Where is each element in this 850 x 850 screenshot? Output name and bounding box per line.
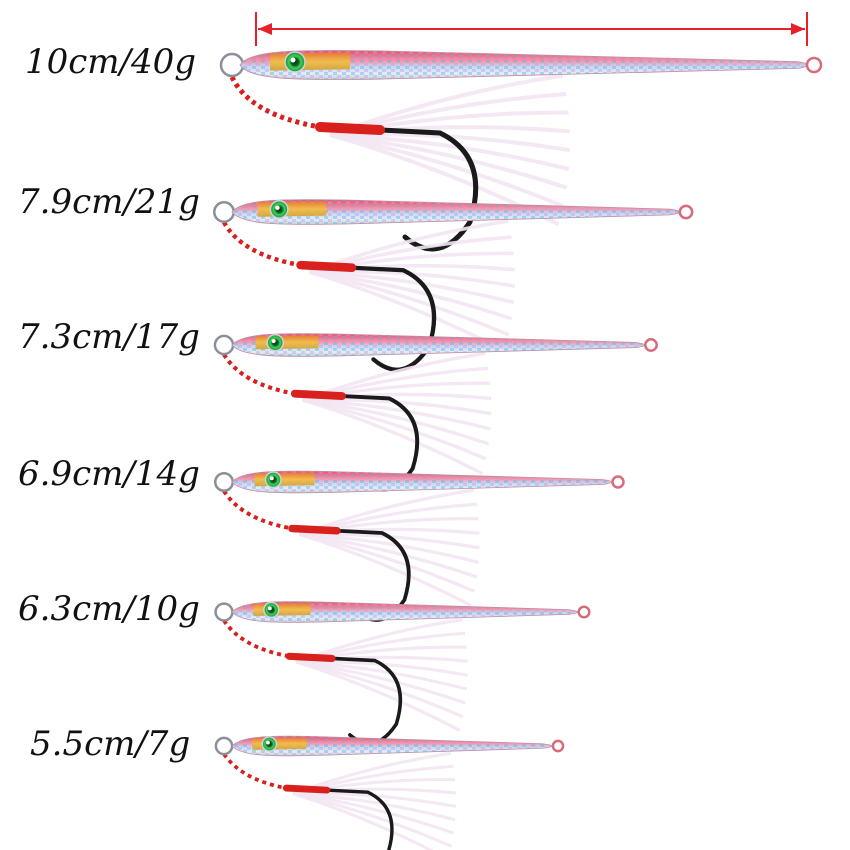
split-ring xyxy=(213,334,235,356)
lure-6 xyxy=(214,735,565,850)
split-ring xyxy=(214,472,234,492)
lure-2 xyxy=(213,199,694,372)
lure-1 xyxy=(219,50,823,252)
split-ring xyxy=(213,201,235,223)
feather-skirt xyxy=(298,488,480,607)
eye-icon xyxy=(284,51,306,73)
tail-eyelet xyxy=(577,605,591,619)
eye-icon xyxy=(266,333,285,352)
lure-4 xyxy=(214,470,625,622)
size-label: 6.9cm/14g xyxy=(18,454,200,494)
tail-eyelet xyxy=(551,739,565,753)
assist-cord xyxy=(221,489,293,531)
lure-3 xyxy=(213,333,658,492)
assist-cord xyxy=(222,752,287,791)
split-ring xyxy=(214,602,234,622)
split-ring xyxy=(214,736,234,756)
assist-cord xyxy=(229,75,321,130)
tail-eyelet xyxy=(644,338,658,352)
feather-skirt xyxy=(302,351,492,476)
hook xyxy=(315,122,479,252)
eye-icon xyxy=(263,601,280,619)
size-label: 7.3cm/17g xyxy=(18,317,200,357)
eye-icon xyxy=(264,471,282,489)
feather-skirt xyxy=(292,751,457,850)
tail-eyelet xyxy=(611,475,625,489)
size-label: 10cm/40g xyxy=(25,42,197,82)
feather-skirt xyxy=(308,219,516,353)
assist-cord xyxy=(221,220,302,268)
tail-eyelet xyxy=(678,204,694,220)
feather-skirt xyxy=(295,618,468,732)
lure-5 xyxy=(214,601,591,746)
tail-eyelet xyxy=(805,56,823,74)
size-label: 6.3cm/10g xyxy=(18,589,200,629)
assist-cord xyxy=(221,353,296,397)
size-label: 5.5cm/7g xyxy=(30,724,191,764)
eye-icon xyxy=(269,199,289,219)
length-measure-arrow xyxy=(255,12,808,46)
size-label: 7.9cm/21g xyxy=(18,182,200,222)
eye-icon xyxy=(261,736,278,752)
hook xyxy=(282,784,394,850)
assist-cord xyxy=(222,619,290,659)
